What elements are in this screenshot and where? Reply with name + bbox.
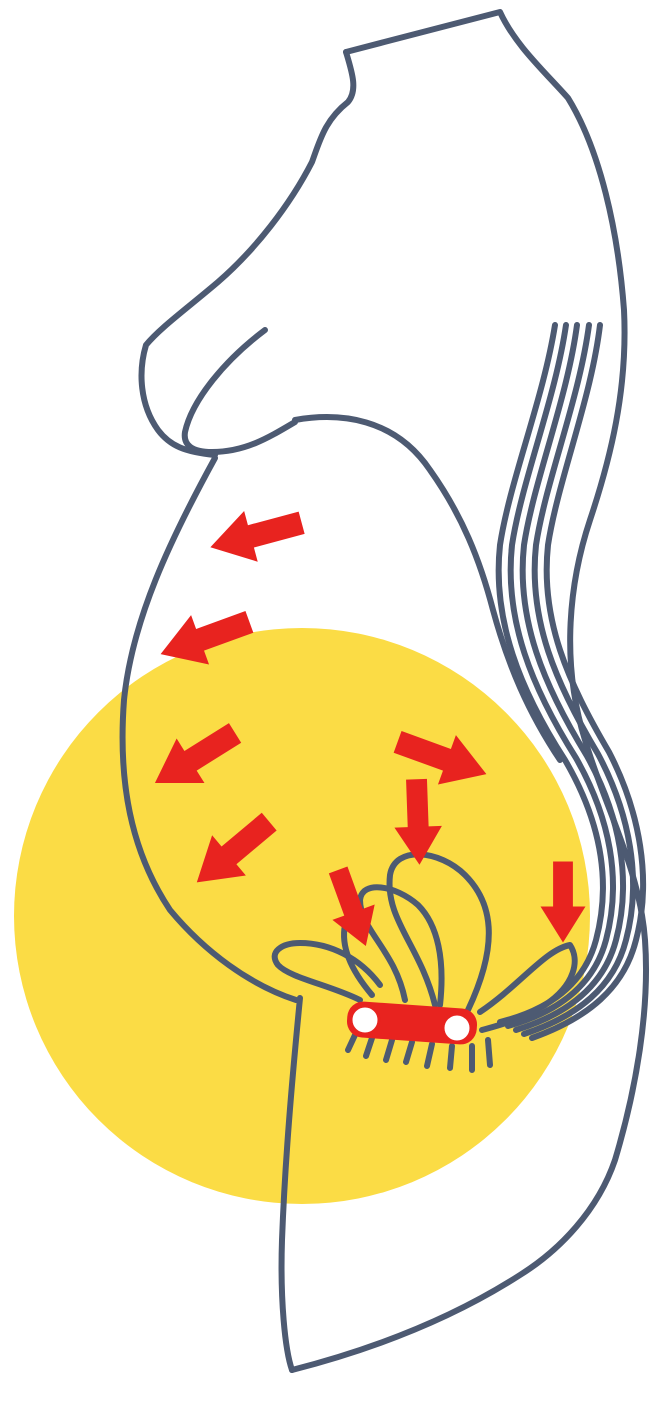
pelvic-loop-inner: [357, 884, 445, 1008]
pelvic-loop-right: [477, 942, 578, 1033]
front-contour: [138, 49, 357, 458]
spine-line-2: [505, 322, 616, 1029]
spine-line-4: [521, 322, 636, 1037]
pelvic-bar: [346, 1001, 478, 1045]
leg-front-contour: [278, 995, 303, 1373]
belly-contour: [119, 455, 299, 1003]
pelvic-loop-small: [341, 922, 375, 998]
spine-line-1: [495, 322, 606, 1025]
pelvic-highlight-circle: [14, 628, 590, 1204]
pelvic-joint-icon: [349, 1004, 381, 1036]
torso-back-contour: [292, 414, 563, 763]
arrow-upper-front-1: [203, 497, 309, 573]
back-contour: [289, 9, 650, 1373]
spine-line-5: [529, 322, 646, 1041]
arm-contour: [181, 327, 298, 455]
pelvic-fringe: [345, 1032, 493, 1073]
pelvic-joint-icon: [441, 1012, 473, 1044]
spine-line-3: [513, 322, 627, 1033]
